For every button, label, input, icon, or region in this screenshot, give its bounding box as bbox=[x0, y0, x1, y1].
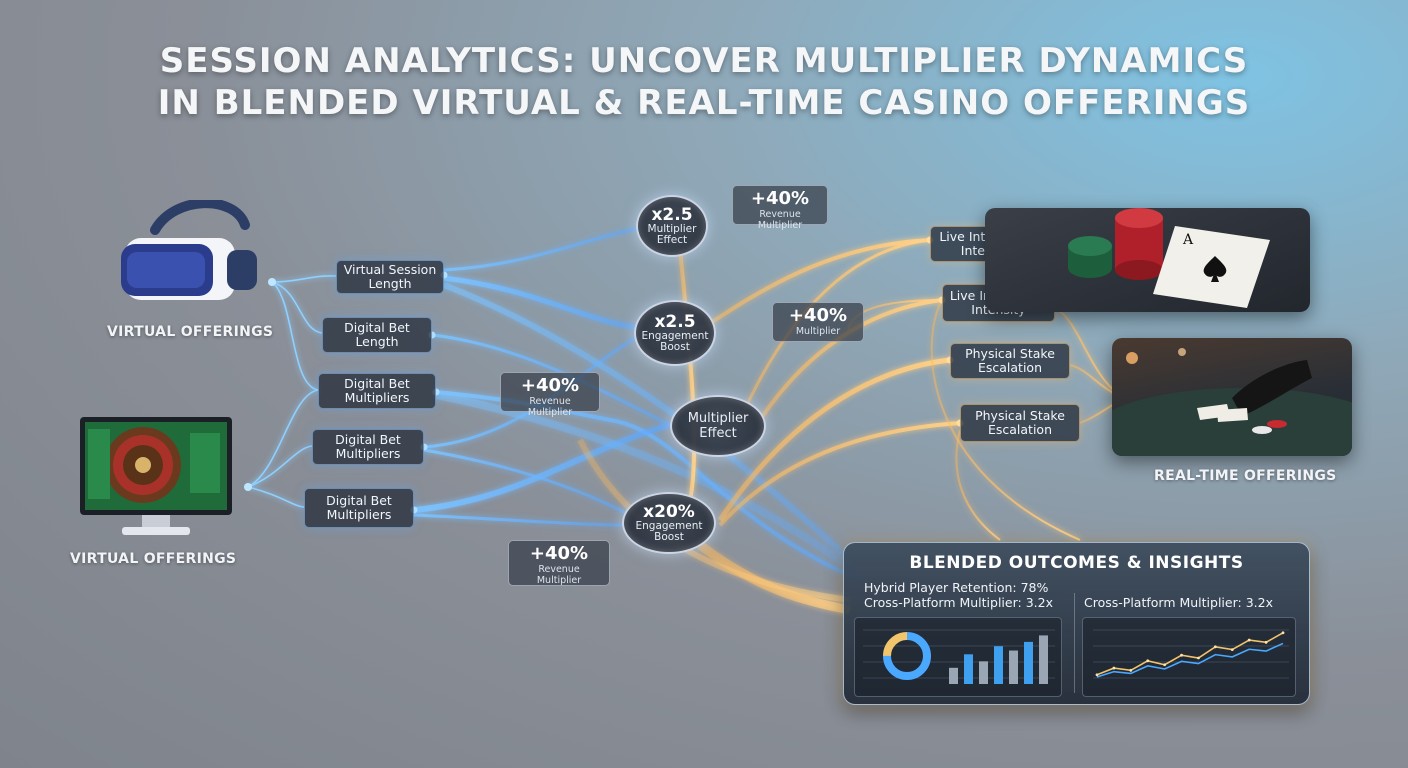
panel-stat-multiplier-right: Cross-Platform Multiplier: 3.2x bbox=[1084, 595, 1273, 610]
roulette-monitor-icon bbox=[80, 417, 232, 535]
line-series-gold bbox=[1096, 632, 1284, 676]
pct-card-revenue-multiplier-top: +40% Revenue Multiplier bbox=[732, 185, 828, 231]
bar-mark bbox=[964, 654, 973, 684]
title-line-2: IN BLENDED VIRTUAL & REAL-TIME CASINO OF… bbox=[157, 83, 1251, 123]
bar-mark bbox=[1039, 635, 1048, 684]
poker-chips-cards-icon: A bbox=[1068, 208, 1270, 308]
node-engagement-boost-top: x2.5 Engagement Boost bbox=[634, 300, 716, 366]
line-series-blue bbox=[1096, 642, 1284, 678]
panel-divider bbox=[1074, 593, 1075, 693]
bar-mark bbox=[1024, 641, 1033, 684]
pct-card-multiplier: +40% Multiplier bbox=[772, 302, 864, 342]
left-label-digital-bet-multipliers-3: Digital Bet Multipliers bbox=[304, 488, 414, 528]
panel-title: BLENDED OUTCOMES & INSIGHTS bbox=[909, 553, 1244, 573]
node-4-caption: Engagement Boost bbox=[635, 520, 703, 543]
donut-slice-primary bbox=[883, 632, 931, 680]
left-label-digital-bet-multipliers-1: Digital Bet Multipliers bbox=[318, 373, 436, 409]
node-2-caption: Engagement Boost bbox=[641, 330, 709, 353]
left-branch-lines bbox=[247, 275, 337, 508]
line-point bbox=[1180, 653, 1183, 657]
pct-card-3-caption: Revenue Multiplier bbox=[527, 396, 573, 418]
pct-card-2-caption: Multiplier bbox=[795, 326, 841, 337]
node-engagement-boost-bottom: x20% Engagement Boost bbox=[622, 492, 716, 554]
blended-outcomes-panel: BLENDED OUTCOMES & INSIGHTS Hybrid Playe… bbox=[843, 542, 1310, 705]
line-point bbox=[1230, 648, 1234, 651]
pct-card-revenue-multiplier-mid: +40% Revenue Multiplier bbox=[500, 372, 600, 418]
left-chart-box bbox=[854, 617, 1062, 697]
title-line-1: SESSION ANALYTICS: UNCOVER MULTIPLIER DY… bbox=[159, 41, 1249, 81]
panel-stat-retention: Hybrid Player Retention: 78% bbox=[864, 580, 1049, 595]
node-1-value: x2.5 bbox=[651, 205, 693, 225]
right-chart-svg bbox=[1093, 629, 1289, 679]
pct-card-4-value: +40% bbox=[529, 543, 589, 564]
line-point bbox=[1264, 640, 1268, 644]
left-label-digital-bet-multipliers-2: Digital Bet Multipliers bbox=[312, 429, 424, 465]
line-point bbox=[1146, 659, 1150, 663]
bar-mark bbox=[949, 667, 958, 684]
panel-stat-multiplier-left: Cross-Platform Multiplier: 3.2x bbox=[864, 595, 1053, 610]
pct-card-1-value: +40% bbox=[750, 188, 810, 209]
node-4-value: x20% bbox=[643, 502, 695, 522]
line-point bbox=[1197, 656, 1200, 660]
node-multiplier-effect-center: Multiplier Effect bbox=[670, 395, 766, 457]
dealer-table-icon bbox=[1112, 348, 1352, 456]
line-point bbox=[1112, 666, 1116, 670]
bar-mark bbox=[994, 646, 1003, 684]
pct-card-revenue-multiplier-bottom: +40% Revenue Multiplier bbox=[508, 540, 610, 586]
line-point bbox=[1129, 668, 1133, 672]
vr-headset-icon bbox=[121, 200, 257, 300]
pct-card-1-caption: Revenue Multiplier bbox=[757, 209, 803, 231]
line-point bbox=[1247, 638, 1251, 642]
vr-offerings-label: VIRTUAL OFFERINGS bbox=[107, 324, 274, 340]
left-label-digital-bet-length: Digital Bet Length bbox=[322, 317, 432, 353]
node-2-value: x2.5 bbox=[654, 312, 696, 332]
line-point bbox=[1281, 631, 1285, 635]
bar-mark bbox=[979, 661, 988, 684]
blue-flows bbox=[413, 226, 863, 582]
node-multiplier-effect-top: x2.5 Multiplier Effect bbox=[636, 195, 708, 257]
page-title: SESSION ANALYTICS: UNCOVER MULTIPLIER DY… bbox=[0, 40, 1408, 124]
dealer-table-image bbox=[1112, 338, 1352, 456]
right-chart-box bbox=[1082, 617, 1296, 697]
line-point bbox=[1213, 645, 1217, 649]
left-label-virtual-session-length: Virtual Session Length bbox=[336, 260, 444, 294]
pct-card-4-caption: Revenue Multiplier bbox=[536, 564, 582, 586]
right-label-physical-stake-1: Physical Stake Escalation bbox=[950, 343, 1070, 379]
bar-mark bbox=[1009, 650, 1018, 684]
node-3-caption: Multiplier Effect bbox=[687, 411, 749, 441]
pct-card-2-value: +40% bbox=[788, 305, 848, 326]
chips-cards-image: A bbox=[985, 208, 1310, 312]
screen-offerings-label: VIRTUAL OFFERINGS bbox=[70, 551, 237, 567]
line-point bbox=[1095, 673, 1099, 677]
left-chart-svg bbox=[863, 629, 1055, 684]
right-label-physical-stake-2: Physical Stake Escalation bbox=[960, 404, 1080, 442]
line-point bbox=[1163, 663, 1167, 667]
pct-card-3-value: +40% bbox=[520, 375, 580, 396]
svg-text:A: A bbox=[1182, 232, 1194, 248]
realtime-offerings-label: REAL-TIME OFFERINGS bbox=[1154, 468, 1337, 484]
node-1-caption: Multiplier Effect bbox=[647, 223, 697, 246]
